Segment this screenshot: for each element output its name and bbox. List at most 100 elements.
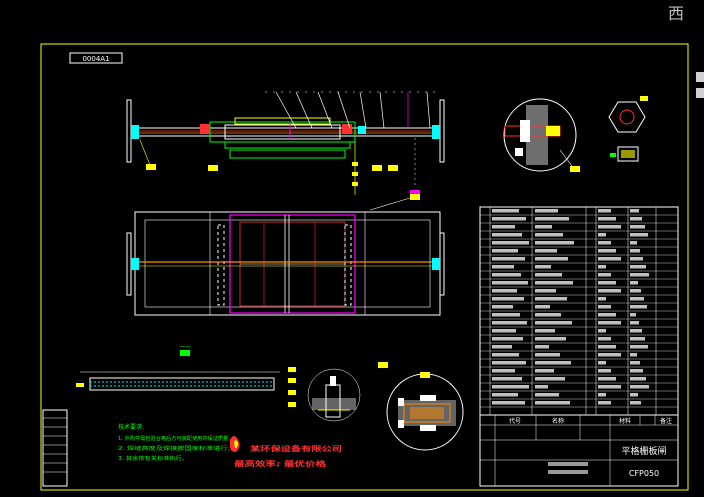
table-cell-mark [630, 209, 639, 213]
side-panel-button[interactable] [696, 72, 704, 82]
table-cell-mark [535, 345, 549, 349]
parts-list-table[interactable] [479, 206, 679, 416]
table-cell-mark [598, 401, 611, 405]
table-cell-mark [630, 369, 643, 373]
section-label: —— [179, 343, 191, 350]
table-cell-mark [535, 305, 550, 309]
table-cell-mark [598, 225, 621, 229]
table-cell-mark [535, 401, 570, 405]
table-cell-mark [598, 345, 616, 349]
company-name: 某环保设备有限公司 [249, 444, 342, 453]
table-cell-mark [535, 217, 569, 221]
frame-label: 0004A1 [82, 55, 109, 63]
viewcube-label[interactable]: 西 [667, 4, 684, 23]
table-cell-mark [492, 377, 522, 381]
table-cell-mark [535, 329, 555, 333]
table-cell-mark [492, 337, 523, 341]
table-cell-mark [535, 353, 560, 357]
company-slogan: 最高效率; 最优价格 [234, 459, 327, 468]
col-code-header: 代号 [509, 417, 521, 425]
table-cell-mark [535, 233, 563, 237]
table-cell-mark [492, 217, 526, 221]
table-cell-mark [630, 225, 645, 229]
table-cell-mark [630, 401, 641, 405]
table-cell-mark [630, 313, 636, 317]
table-cell-mark [630, 345, 648, 349]
table-cell-mark [598, 209, 611, 213]
drawing-name: 平格栅板闸 [621, 445, 666, 457]
table-cell-mark [598, 297, 606, 301]
table-cell-mark [598, 337, 611, 341]
table-cell-mark [598, 313, 616, 317]
table-cell-mark [630, 257, 643, 261]
company-logo [230, 436, 240, 452]
frame-label-box [69, 52, 123, 64]
table-cell-mark [535, 377, 565, 381]
table-cell-mark [630, 289, 641, 293]
notes-heading: 技术要求: [118, 423, 144, 431]
table-cell-mark [598, 353, 621, 357]
table-cell-mark [535, 281, 573, 285]
table-cell-mark [535, 209, 558, 213]
table-cell-mark [492, 393, 518, 397]
table-cell-mark [535, 249, 557, 253]
table-cell-mark [492, 225, 515, 229]
table-cell-mark [630, 241, 637, 245]
note-line-1: 1. 外购件需检验合格后方可装配使用并保证质量; [118, 435, 230, 442]
title-block[interactable]: 代号 名称 材料 备注 平格栅板闸 CFP050 [479, 414, 679, 487]
col-material-header: 材料 [619, 417, 631, 425]
table-cell-mark [630, 281, 638, 285]
table-cell-mark [535, 257, 568, 261]
table-cell-mark [535, 321, 572, 325]
table-cell-mark [535, 369, 554, 373]
plan-view[interactable] [126, 194, 445, 316]
table-cell-mark [492, 361, 526, 365]
table-cell-mark [598, 321, 621, 325]
table-cell-mark [492, 281, 528, 285]
detail-hex-bolt[interactable] [608, 96, 648, 162]
detail-circle-a[interactable] [503, 98, 580, 172]
table-cell-mark [492, 353, 519, 357]
table-cell-mark [598, 217, 616, 221]
col-remark-header: 备注 [660, 417, 672, 425]
table-cell-mark [630, 337, 645, 341]
table-cell-mark [598, 273, 611, 277]
table-cell-mark [492, 345, 512, 349]
table-cell-mark [598, 329, 606, 333]
technical-notes: 技术要求: 1. 外购件需检验合格后方可装配使用并保证质量; 2. 焊缝高度及焊… [118, 423, 230, 462]
table-cell-mark [630, 297, 644, 301]
revision-block [42, 409, 68, 487]
table-cell-mark [535, 297, 567, 301]
table-cell-mark [630, 377, 646, 381]
table-cell-mark [598, 265, 606, 269]
table-cell-mark [492, 313, 520, 317]
detail-roller-bearing[interactable] [378, 362, 464, 451]
table-cell-mark [630, 353, 637, 357]
table-cell-mark [598, 393, 606, 397]
table-cell-mark [598, 233, 606, 237]
note-line-2: 2. 焊缝高度及焊接按国家标准进行; [118, 445, 230, 452]
table-cell-mark [630, 305, 647, 309]
table-cell-mark [492, 241, 529, 245]
side-panel-button[interactable] [696, 88, 704, 98]
table-cell-mark [598, 361, 606, 365]
table-cell-mark [535, 361, 571, 365]
table-cell-mark [598, 377, 616, 381]
table-cell-mark [630, 273, 649, 277]
detail-bolt-assembly[interactable] [288, 367, 361, 422]
drawing-frame [40, 43, 689, 491]
table-cell-mark [535, 273, 562, 277]
table-cell-mark [492, 297, 524, 301]
grate-bar-view[interactable]: —— [76, 343, 280, 391]
table-cell-mark [535, 241, 574, 245]
elevation-view[interactable] [126, 91, 445, 196]
table-cell-mark [598, 305, 611, 309]
table-cell-mark [535, 225, 552, 229]
table-cell-mark [492, 233, 522, 237]
table-cell-mark [630, 321, 639, 325]
table-cell-mark [535, 289, 556, 293]
table-cell-mark [630, 265, 646, 269]
table-cell-mark [492, 305, 513, 309]
